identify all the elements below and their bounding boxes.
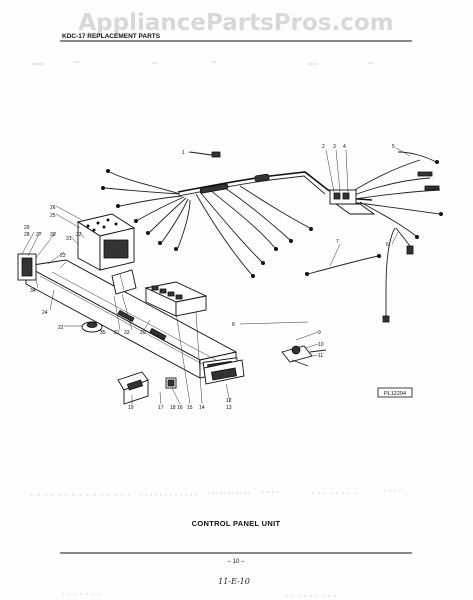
callout-26: 26 <box>50 205 56 211</box>
callout-9: 9 <box>318 330 321 336</box>
leader-lines <box>21 147 411 405</box>
retaining-clip <box>165 377 177 389</box>
callout-31: 31 <box>66 236 72 242</box>
callout-5: 5 <box>392 144 395 150</box>
reference-code: PL12294 <box>384 391 406 397</box>
callout-1: 1 <box>182 150 185 156</box>
page-number: – 10 – <box>228 559 245 565</box>
reference-code-box: PL12294 <box>377 387 413 398</box>
wire-part-8 <box>305 254 381 276</box>
panel-end-cap <box>203 359 245 385</box>
callout-17: 17 <box>158 405 164 411</box>
callout-32: 32 <box>76 232 82 238</box>
mounting-bracket <box>111 269 137 295</box>
callout-34: 34 <box>30 288 36 294</box>
push-button-switch-bank <box>144 281 208 317</box>
callout-16: 16 <box>177 405 183 411</box>
callout-14: 14 <box>199 405 205 411</box>
callout-4: 4 <box>343 144 346 150</box>
terminal-block <box>329 189 376 215</box>
callout-6: 6 <box>386 242 389 248</box>
callout-10: 10 <box>318 342 324 348</box>
callout-19: 19 <box>128 405 134 411</box>
wire-part-6 <box>382 227 414 323</box>
callout-18: 18 <box>170 405 176 411</box>
callout-35: 35 <box>100 330 106 336</box>
callout-33: 33 <box>124 330 130 336</box>
print-specks <box>30 61 404 597</box>
handwritten-note: 11-E-10 <box>218 577 250 586</box>
callout-15: 15 <box>187 405 193 411</box>
callout-24: 24 <box>42 310 48 316</box>
callout-21: 21 <box>114 330 120 336</box>
door-handle <box>117 371 149 405</box>
callout-labels: 1 2 3 4 5 6 7 8 9 10 11 12 13 14 15 16 1… <box>24 144 395 411</box>
timer-switch-box <box>76 213 136 271</box>
diagram-caption: CONTROL PANEL UNIT <box>192 519 281 528</box>
callout-20: 20 <box>140 330 146 336</box>
watermark: AppliancePartsPros.com <box>78 10 393 36</box>
page-header-title: KDC-17 REPLACEMENT PARTS <box>62 33 161 40</box>
callout-23: 23 <box>60 253 66 259</box>
callout-12: 12 <box>226 398 232 404</box>
control-knob <box>81 321 103 333</box>
callout-8: 8 <box>232 322 235 328</box>
callout-11: 11 <box>318 353 323 359</box>
callout-3: 3 <box>333 144 336 150</box>
callout-27: 27 <box>36 232 42 238</box>
callout-2: 2 <box>322 144 325 150</box>
callout-7: 7 <box>336 239 339 245</box>
callout-25: 25 <box>50 213 56 219</box>
callout-22: 22 <box>58 325 64 331</box>
callout-13: 13 <box>226 405 232 411</box>
wiring-harness <box>101 151 443 278</box>
callout-29: 29 <box>24 225 30 231</box>
callout-30: 30 <box>50 232 56 238</box>
callout-28: 28 <box>24 232 30 238</box>
